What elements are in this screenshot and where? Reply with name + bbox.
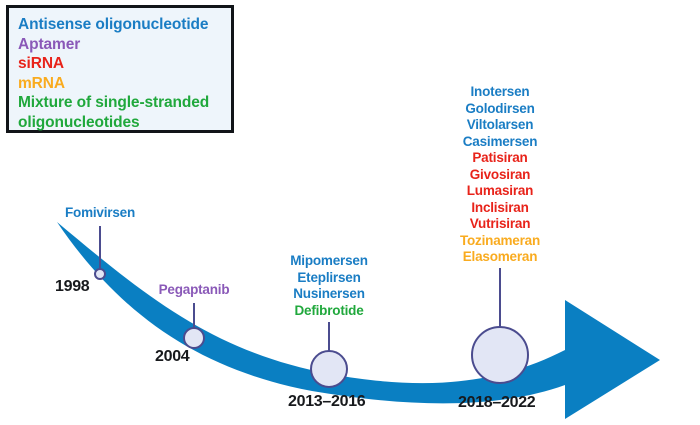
legend-item-mixture: Mixture of single-stranded oligonucleoti… (18, 94, 210, 131)
legend-item-sirna: siRNA (18, 55, 65, 72)
milestone-2018-2022-connector (499, 268, 501, 328)
milestone-2018-2022-marker (471, 326, 529, 384)
drug-label-casimersen: Casimersen (462, 133, 538, 149)
drug-label-givosiran: Givosiran (469, 166, 531, 182)
arrow-body-shape (57, 222, 660, 419)
drug-label-pegaptanib: Pegaptanib (158, 282, 230, 297)
milestone-2018-2022-drug-list: Inotersen Golodirsen Viltolarsen Casimer… (460, 84, 540, 266)
drug-label-eteplirsen: Eteplirsen (297, 269, 361, 285)
drug-label-tozinameran: Tozinameran (459, 232, 541, 248)
drug-label-lumasiran: Lumasiran (466, 183, 534, 198)
milestone-1998-connector (99, 226, 101, 274)
drug-label-defibrotide: Defibrotide (294, 302, 364, 318)
milestone-2004-year: 2004 (155, 348, 190, 365)
milestone-2004-marker (183, 327, 205, 349)
milestone-2013-2016-drug-list: Mipomersen Eteplirsen Nusinersen Defibro… (290, 253, 368, 319)
milestone-1998-drug-list: Fomivirsen (65, 205, 135, 222)
modality-legend: Antisense oligonucleotide Aptamer siRNA … (6, 5, 234, 133)
drug-label-fomivirsen: Fomivirsen (64, 205, 136, 220)
milestone-2013-2016-year: 2013–2016 (288, 393, 366, 410)
milestone-1998-marker (94, 268, 106, 280)
legend-item-mrna: mRNA (18, 74, 65, 92)
legend-item-antisense: Antisense oligonucleotide (18, 16, 209, 33)
milestone-2004-drug-list: Pegaptanib (159, 282, 230, 299)
drug-label-viltolarsen: Viltolarsen (466, 117, 534, 132)
drug-label-golodirsen: Golodirsen (465, 100, 535, 116)
milestone-1998-year: 1998 (55, 278, 90, 295)
drug-label-mipomersen: Mipomersen (290, 253, 368, 268)
drug-label-nusinersen: Nusinersen (293, 286, 365, 301)
milestone-2018-2022-year: 2018–2022 (458, 394, 536, 411)
drug-label-elasomeran: Elasomeran (462, 249, 538, 264)
legend-item-aptamer: Aptamer (18, 35, 81, 53)
drug-label-vutrisiran: Vutrisiran (469, 216, 531, 231)
drug-label-patisiran: Patisiran (472, 150, 528, 165)
drug-label-inotersen: Inotersen (470, 84, 530, 99)
drug-label-inclisiran: Inclisiran (471, 199, 529, 215)
milestone-2013-2016-marker (310, 350, 348, 388)
